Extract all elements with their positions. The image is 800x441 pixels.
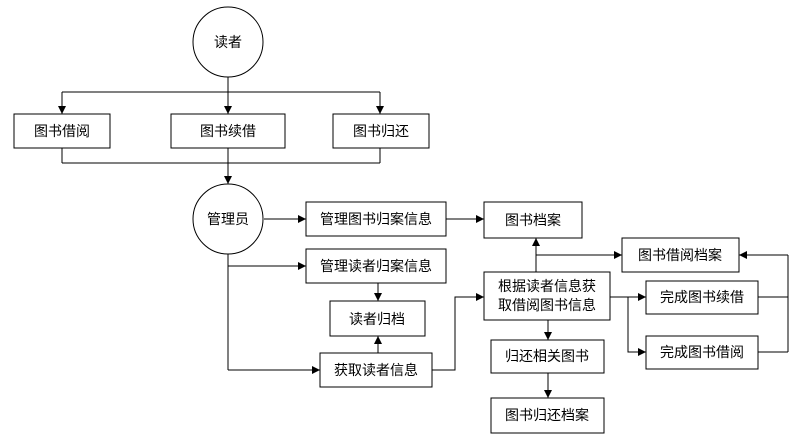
node-manage-book-archive-label: 管理图书归案信息	[320, 211, 432, 228]
node-get-borrow-info: 根据读者信息获 取借阅图书信息	[483, 271, 611, 321]
node-return-archive: 图书归还档案	[490, 397, 605, 434]
node-borrow: 图书借阅	[13, 113, 111, 149]
node-renew: 图书续借	[170, 113, 286, 149]
node-reader: 读者	[192, 6, 264, 78]
node-return-label: 图书归还	[353, 123, 409, 140]
node-reader-archive-label: 读者归档	[349, 311, 405, 328]
node-return-books-label: 归还相关图书	[505, 348, 589, 365]
node-complete-renew-label: 完成图书续借	[660, 289, 744, 306]
edges	[58, 77, 789, 398]
node-get-reader-info-label: 获取读者信息	[334, 362, 418, 379]
node-borrow-archive-label: 图书借阅档案	[638, 247, 722, 264]
node-renew-label: 图书续借	[200, 123, 256, 140]
node-librarian: 管理员	[192, 183, 264, 255]
node-complete-borrow-label: 完成图书借阅	[660, 345, 744, 361]
node-manage-reader-archive-label: 管理读者归案信息	[320, 258, 432, 275]
node-borrow-archive: 图书借阅档案	[621, 237, 740, 273]
node-return-books: 归还相关图书	[490, 339, 605, 374]
node-get-reader-info: 获取读者信息	[319, 352, 433, 388]
node-manage-reader-archive: 管理读者归案信息	[305, 248, 447, 284]
node-reader-label: 读者	[214, 34, 242, 51]
node-complete-renew: 完成图书续借	[645, 280, 759, 315]
node-borrow-label: 图书借阅	[34, 124, 90, 140]
node-complete-borrow: 完成图书借阅	[645, 335, 759, 370]
node-reader-archive: 读者归档	[329, 300, 426, 337]
node-get-borrow-info-line1: 根据读者信息获	[498, 278, 596, 295]
node-return-archive-label: 图书归还档案	[505, 407, 589, 424]
node-return: 图书归还	[332, 113, 430, 149]
node-get-borrow-info-line2: 取借阅图书信息	[498, 297, 596, 314]
node-book-archive-label: 图书档案	[505, 212, 561, 229]
node-librarian-label: 管理员	[207, 212, 249, 228]
node-book-archive: 图书档案	[483, 201, 583, 239]
edge-borrow-info-to-complete-borrow	[627, 297, 646, 356]
edge-get-info-to-borrow-info	[432, 293, 484, 371]
node-manage-book-archive: 管理图书归案信息	[305, 201, 447, 237]
